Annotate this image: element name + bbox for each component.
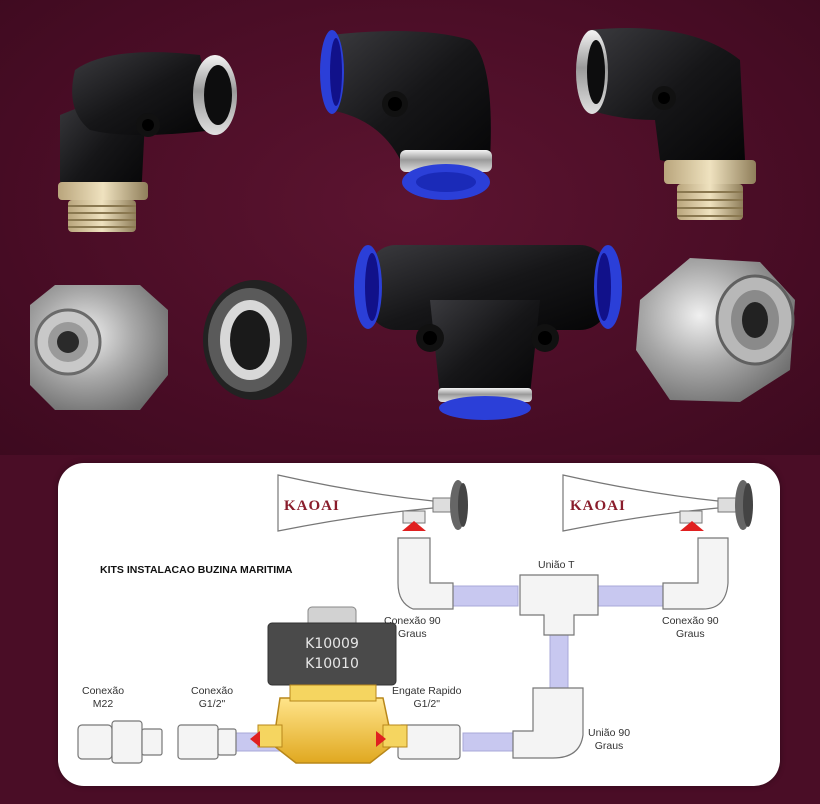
label-conexao-m22: Conexão M22: [82, 685, 124, 711]
tube-network: [217, 585, 667, 752]
label-conexao-90-right: Conexão 90 Graus: [662, 615, 719, 641]
fittings-illustration: [30, 28, 795, 420]
label-engate-rapido: Engate Rapido G1/2": [392, 685, 461, 711]
flow-arrow-right-horn: [680, 521, 704, 531]
elbow-fitting-2: [320, 30, 492, 200]
tee-fitting: [354, 245, 622, 420]
valve-part-numbers: K10009 K10010: [268, 634, 396, 674]
flow-arrow-left-horn: [402, 521, 426, 531]
label-conexao-90-left: Conexão 90 Graus: [384, 615, 441, 641]
part-number-1: K10009: [305, 636, 359, 652]
label-line: União 90: [588, 727, 631, 739]
label-line: Graus: [676, 628, 705, 640]
straight-connectors: [77, 720, 461, 764]
label-line: Graus: [594, 740, 624, 752]
elbow-connectors: [397, 537, 729, 759]
label-uniao-90: União 90 Graus: [588, 727, 630, 753]
part-number-2: K10010: [305, 656, 359, 672]
horn-logo-right: KAOAI: [570, 498, 626, 514]
hex-nut-fitting-right: [636, 258, 795, 402]
diagram-title: KITS INSTALACAO BUZINA MARITIMA: [100, 564, 293, 576]
label-line: M22: [92, 698, 114, 710]
label-line: Conexão 90: [662, 615, 719, 627]
flow-arrow-valve-left: [250, 731, 260, 747]
insert-cylinder-fitting: [203, 280, 307, 400]
elbow-fitting-1: [58, 52, 237, 232]
label-line: Conexão: [191, 685, 234, 697]
marine-horn-left: [277, 474, 468, 532]
label-uniao-t: União T: [538, 559, 575, 571]
label-conexao-g12: Conexão G1/2": [191, 685, 233, 711]
label-line: Conexão 90: [384, 615, 441, 627]
label-line: G1/2": [413, 698, 440, 710]
diagram-illustration: [77, 474, 753, 764]
flow-arrow-valve-right: [376, 731, 386, 747]
label-line: Graus: [398, 628, 427, 640]
hex-nut-fitting: [30, 285, 168, 410]
installation-diagram: KAOAI KAOAI KITS INSTALACAO BUZINA MARIT…: [58, 463, 780, 786]
product-photo: [0, 0, 820, 455]
horn-logo-left: KAOAI: [284, 498, 340, 514]
solenoid-valve: [257, 606, 408, 764]
label-line: Engate Rapido: [392, 685, 462, 697]
label-line: G1/2": [198, 698, 226, 710]
elbow-fitting-3: [576, 28, 756, 220]
marine-horn-right: [562, 474, 753, 532]
label-line: Conexão: [82, 685, 125, 697]
